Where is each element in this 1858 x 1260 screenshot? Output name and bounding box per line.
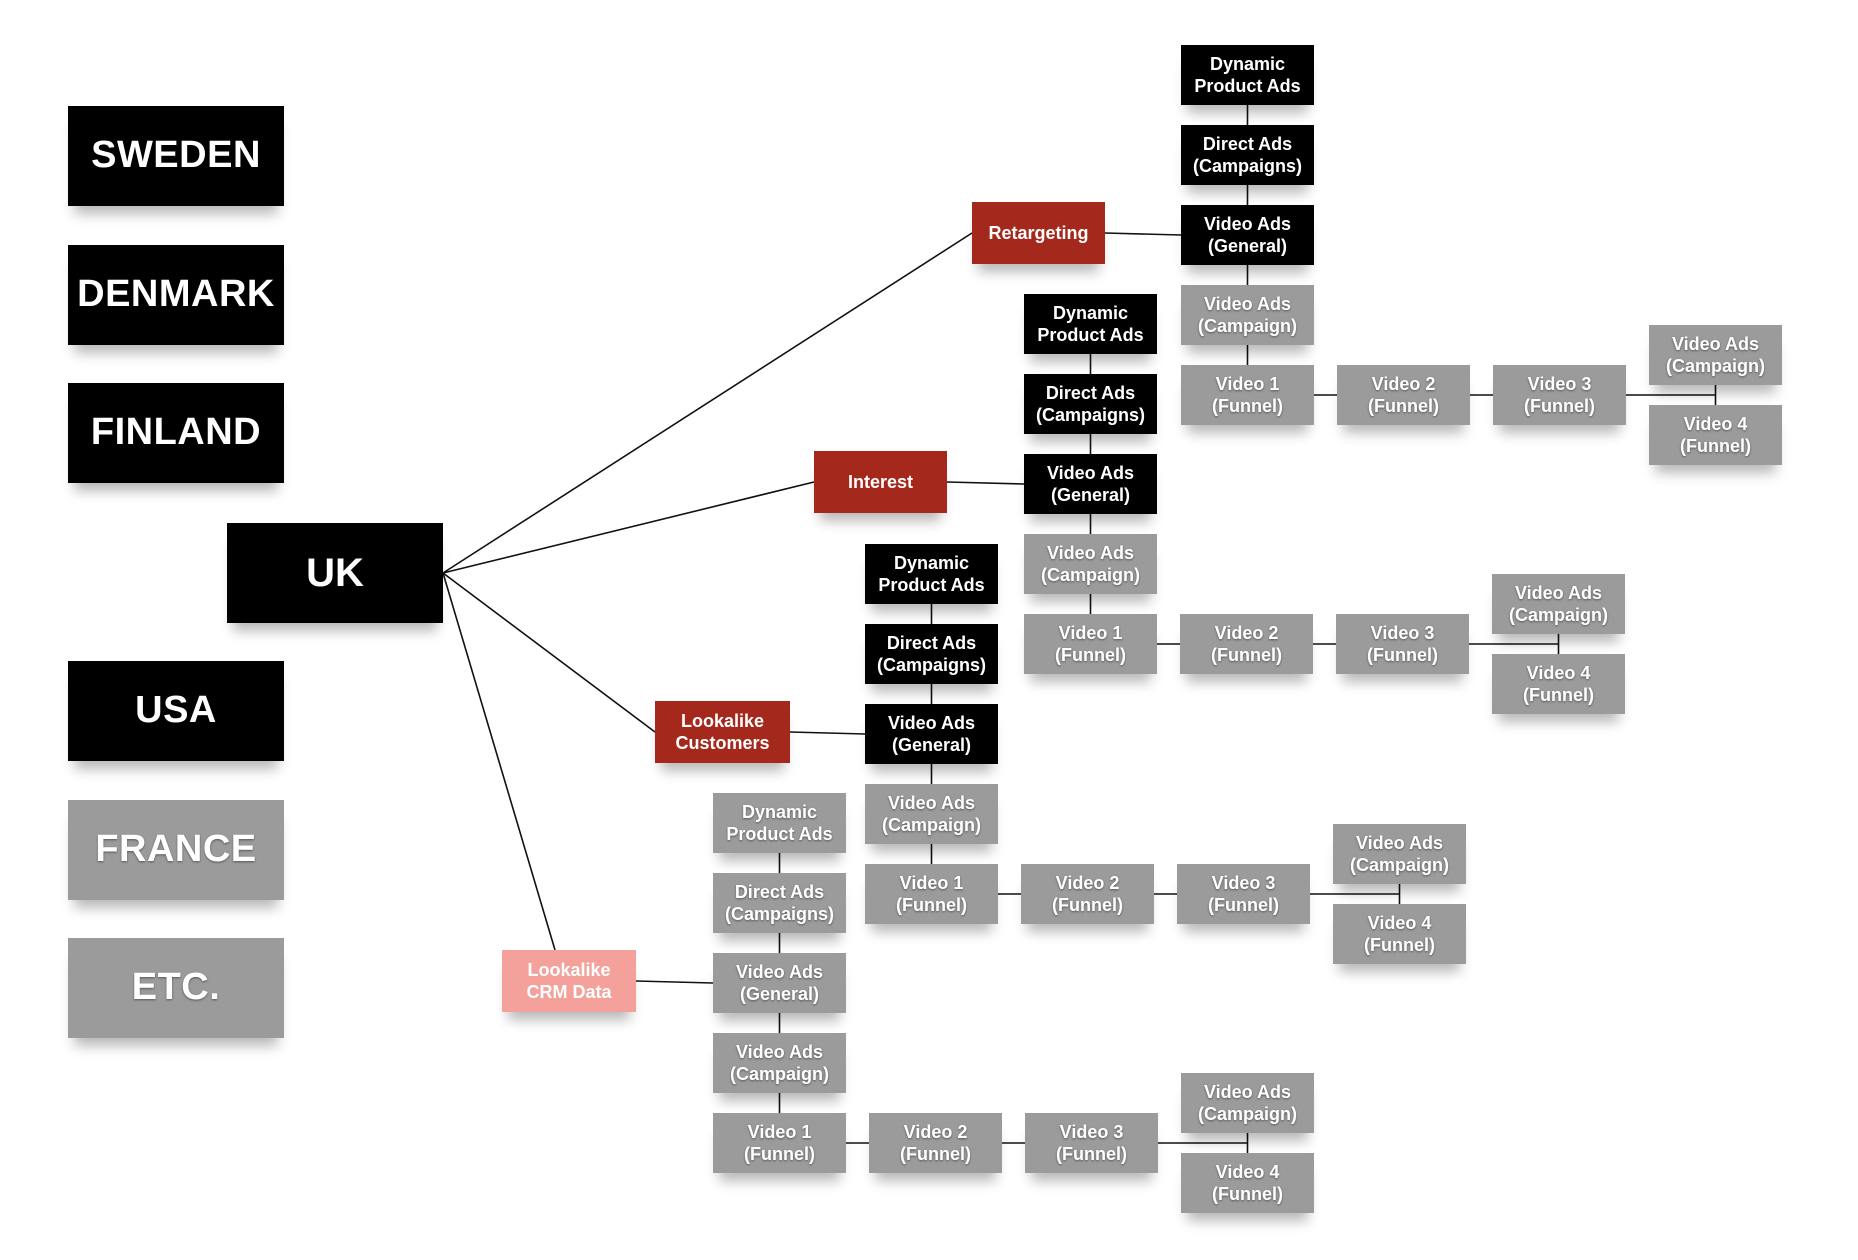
audience-interest-video-ads-general: Video Ads (General) <box>1024 454 1157 514</box>
audience-retargeting-end-campaign: Video Ads (Campaign) <box>1649 325 1782 385</box>
audience-lookalike-customers-end-video-4: Video 4 (Funnel) <box>1333 904 1466 964</box>
audience-retargeting-dynamic-product-ads: Dynamic Product Ads <box>1181 45 1314 105</box>
uk-to-audience-retargeting-line <box>442 232 973 574</box>
audience-lookalike-crm-data-funnel-video-1-funnel: Video 1 (Funnel) <box>713 1113 846 1173</box>
audience-retargeting: Retargeting <box>972 202 1105 264</box>
audience-retargeting-video-ads-campaign: Video Ads (Campaign) <box>1181 285 1314 345</box>
audience-lookalike-crm-data-funnel-video-3-funnel: Video 3 (Funnel) <box>1025 1113 1158 1173</box>
country-denmark: DENMARK <box>68 245 284 345</box>
audience-retargeting-to-ads-line <box>1104 232 1182 236</box>
audience-interest-direct-ads-campaigns: Direct Ads (Campaigns) <box>1024 374 1157 434</box>
audience-lookalike-crm-data-direct-ads-campaigns: Direct Ads (Campaigns) <box>713 873 846 933</box>
audience-lookalike-crm-data-dynamic-product-ads: Dynamic Product Ads <box>713 793 846 853</box>
audience-interest-dynamic-product-ads: Dynamic Product Ads <box>1024 294 1157 354</box>
audience-lookalike-customers-funnel-video-1-funnel: Video 1 (Funnel) <box>865 864 998 924</box>
audience-lookalike-crm-data-video-ads-general: Video Ads (General) <box>713 953 846 1013</box>
audience-retargeting-direct-ads-campaigns: Direct Ads (Campaigns) <box>1181 125 1314 185</box>
audience-lookalike-crm-data-end-campaign: Video Ads (Campaign) <box>1181 1073 1314 1133</box>
audience-interest-funnel-video-3-funnel: Video 3 (Funnel) <box>1336 614 1469 674</box>
uk-to-audience-lookalike-customers-line <box>442 572 656 733</box>
audience-lookalike-customers-end-campaign: Video Ads (Campaign) <box>1333 824 1466 884</box>
audience-lookalike-customers-video-ads-general: Video Ads (General) <box>865 704 998 764</box>
audience-retargeting-end-video-4: Video 4 (Funnel) <box>1649 405 1782 465</box>
country-usa: USA <box>68 661 284 761</box>
audience-lookalike-crm-data: Lookalike CRM Data <box>502 950 636 1012</box>
audience-retargeting-funnel-video-3-funnel: Video 3 (Funnel) <box>1493 365 1626 425</box>
uk-to-audience-interest-line <box>442 481 815 574</box>
country-etc: ETC. <box>68 938 284 1038</box>
audience-lookalike-customers-video-ads-campaign: Video Ads (Campaign) <box>865 784 998 844</box>
country-finland: FINLAND <box>68 383 284 483</box>
country-france: FRANCE <box>68 800 284 900</box>
country-sweden: SWEDEN <box>68 106 284 206</box>
audience-lookalike-customers-funnel-video-3-funnel: Video 3 (Funnel) <box>1177 864 1310 924</box>
audience-interest-video-ads-campaign: Video Ads (Campaign) <box>1024 534 1157 594</box>
audience-interest-end-video-4: Video 4 (Funnel) <box>1492 654 1625 714</box>
audience-retargeting-funnel-video-2-funnel: Video 2 (Funnel) <box>1337 365 1470 425</box>
uk-to-audience-lookalike-crm-data-line <box>442 572 556 951</box>
audience-interest-to-ads-line <box>946 481 1025 485</box>
audience-lookalike-customers-dynamic-product-ads: Dynamic Product Ads <box>865 544 998 604</box>
country-uk: UK <box>227 523 443 623</box>
audience-interest: Interest <box>814 451 947 513</box>
audience-lookalike-crm-data-to-ads-line <box>635 980 714 984</box>
audience-interest-end-campaign: Video Ads (Campaign) <box>1492 574 1625 634</box>
audience-lookalike-customers-direct-ads-campaigns: Direct Ads (Campaigns) <box>865 624 998 684</box>
audience-retargeting-funnel-video-1-funnel: Video 1 (Funnel) <box>1181 365 1314 425</box>
audience-lookalike-crm-data-video-ads-campaign: Video Ads (Campaign) <box>713 1033 846 1093</box>
audience-lookalike-customers-funnel-video-2-funnel: Video 2 (Funnel) <box>1021 864 1154 924</box>
audience-lookalike-customers: Lookalike Customers <box>655 701 790 763</box>
audience-retargeting-video-ads-general: Video Ads (General) <box>1181 205 1314 265</box>
audience-lookalike-crm-data-funnel-video-2-funnel: Video 2 (Funnel) <box>869 1113 1002 1173</box>
audience-lookalike-customers-to-ads-line <box>789 731 866 735</box>
audience-lookalike-crm-data-end-video-4: Video 4 (Funnel) <box>1181 1153 1314 1213</box>
audience-interest-funnel-video-2-funnel: Video 2 (Funnel) <box>1180 614 1313 674</box>
audience-interest-funnel-video-1-funnel: Video 1 (Funnel) <box>1024 614 1157 674</box>
